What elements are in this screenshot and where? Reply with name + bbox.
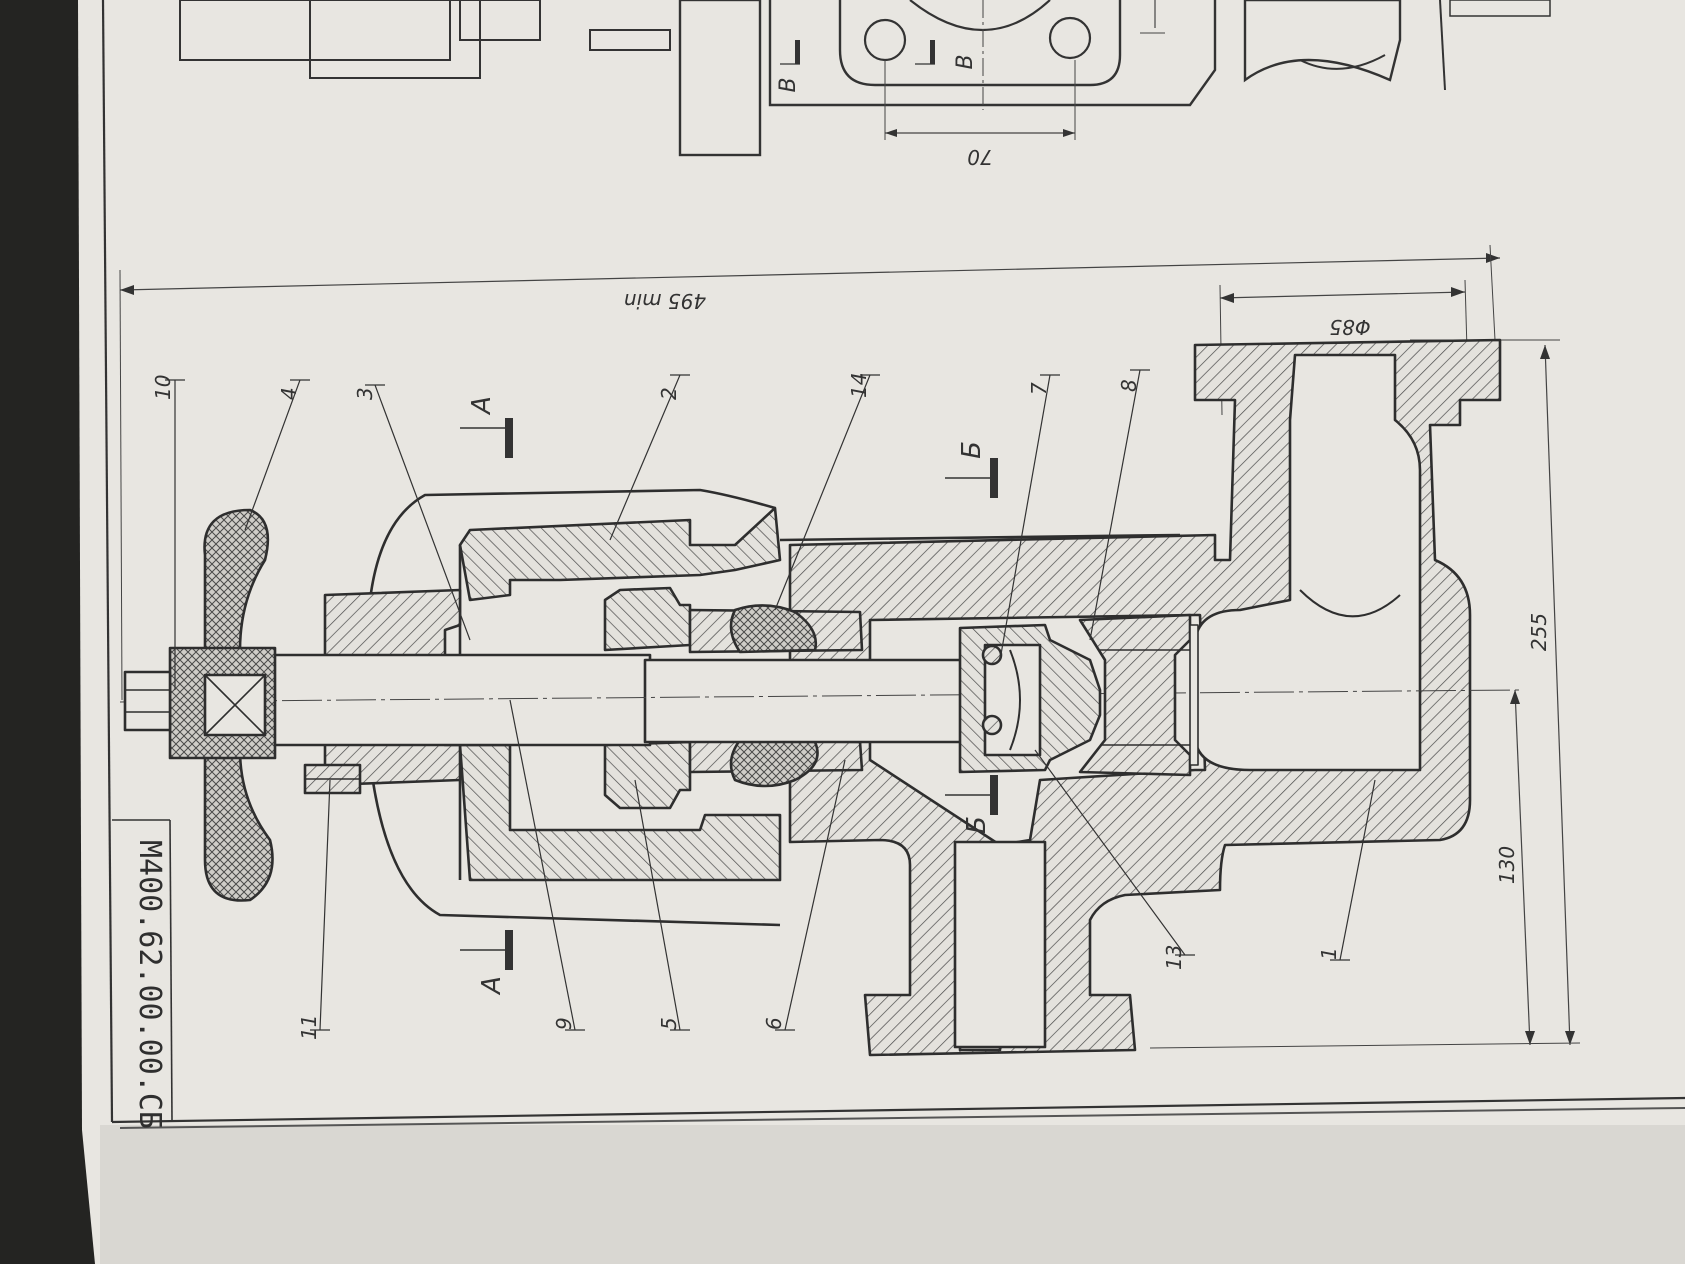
section-b-bottom: Б bbox=[962, 816, 992, 834]
leader-lines bbox=[165, 369, 1376, 1031]
part-label-5: 5 bbox=[657, 1017, 681, 1030]
nut-part-10 bbox=[123, 670, 172, 732]
yoke-outline bbox=[368, 488, 781, 927]
drawing-designation: М400.62.00.00.СБ bbox=[132, 840, 167, 1129]
section-b-top: Б bbox=[957, 441, 987, 459]
ball-upper bbox=[981, 644, 1003, 666]
packing-nut-part-5 bbox=[603, 586, 692, 652]
section-v-right: В bbox=[953, 54, 978, 69]
part-label-13: 13 bbox=[1162, 945, 1186, 970]
section-v-left: В bbox=[776, 77, 801, 92]
outlet-channel bbox=[1193, 353, 1422, 772]
valve-assembly bbox=[119, 338, 1521, 1057]
dim-overall bbox=[119, 244, 1501, 701]
packing-part-14-lower bbox=[729, 738, 819, 788]
section-a-bottom: А bbox=[477, 976, 507, 996]
part-label-9: 9 bbox=[552, 1017, 576, 1030]
lower-sheet bbox=[100, 1125, 1685, 1264]
top-views bbox=[179, 0, 1551, 157]
part-label-7: 7 bbox=[1027, 382, 1051, 395]
part-label-1: 1 bbox=[1317, 947, 1341, 960]
dim-flange-diameter-label: Φ85 bbox=[1329, 315, 1370, 339]
dim-height-total-label: 255 bbox=[1527, 613, 1551, 651]
part-label-6: 6 bbox=[762, 1017, 786, 1030]
part-label-11: 11 bbox=[297, 1015, 321, 1040]
bonnet-part-2 bbox=[458, 506, 782, 602]
dim-height-outlet-label: 130 bbox=[1495, 846, 1519, 884]
part-label-2: 2 bbox=[657, 387, 681, 400]
dim-bolt-spacing-label: 70 bbox=[967, 145, 992, 169]
packing-part-14 bbox=[729, 604, 818, 654]
part-label-8: 8 bbox=[1117, 379, 1141, 392]
part-label-10: 10 bbox=[151, 375, 175, 400]
part-label-14: 14 bbox=[847, 373, 871, 398]
part-labels: 10 4 3 2 14 7 8 11 9 5 6 13 1 bbox=[151, 373, 1341, 1040]
dim-overall-label: 495 min bbox=[624, 289, 706, 313]
frame-bottom bbox=[111, 1096, 1685, 1124]
ball-lower bbox=[981, 714, 1003, 736]
part-label-3: 3 bbox=[353, 387, 377, 400]
section-markers bbox=[460, 418, 998, 970]
section-a-top: А bbox=[467, 396, 497, 416]
spindle-lower bbox=[643, 658, 972, 744]
frame-left bbox=[101, 0, 114, 1123]
spindle-part-9 bbox=[268, 653, 652, 747]
bonnet-part-2-lower bbox=[458, 743, 782, 882]
part-label-4: 4 bbox=[277, 387, 301, 400]
